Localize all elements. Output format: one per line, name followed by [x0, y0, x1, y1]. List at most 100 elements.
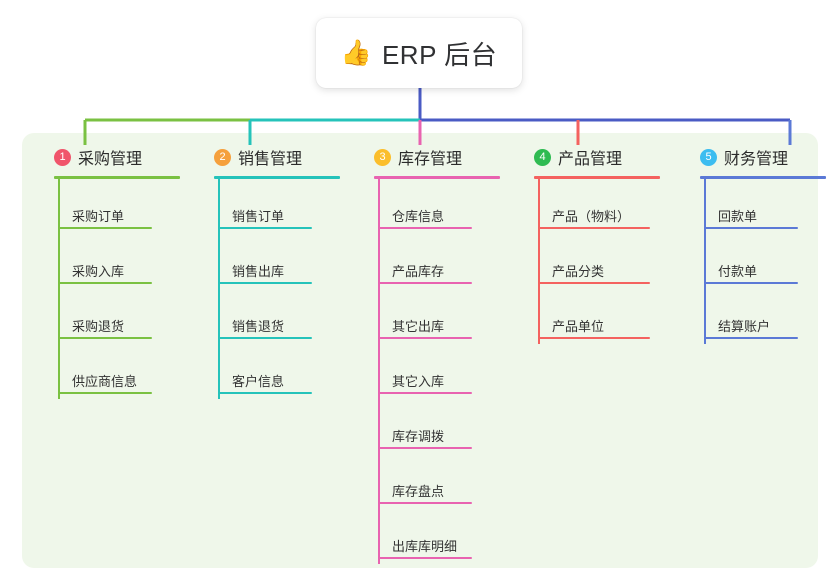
leaf-label: 产品分类	[552, 264, 605, 279]
branch-underline	[54, 176, 180, 179]
branch-spine	[378, 179, 380, 564]
leaf-underline	[538, 227, 650, 229]
leaf-item[interactable]: 采购订单	[36, 179, 196, 234]
leaf-label: 库存盘点	[392, 484, 445, 499]
leaf-underline	[218, 337, 312, 339]
leaf-label: 产品库存	[392, 264, 445, 279]
leaf-underline	[58, 337, 152, 339]
leaf-label: 采购订单	[72, 209, 125, 224]
branch-underline	[534, 176, 660, 179]
branch-columns: 1 采购管理采购订单采购入库采购退货供应商信息 2 销售管理销售订单销售出库销售退货客…	[22, 133, 826, 568]
branch-leaf-list: 仓库信息产品库存其它出库其它入库库存调拨库存盘点出库库明细	[356, 179, 516, 564]
leaf-label: 客户信息	[232, 374, 285, 389]
leaf-label: 销售出库	[232, 264, 285, 279]
leaf-label: 产品（物料）	[552, 209, 631, 224]
leaf-item[interactable]: 客户信息	[196, 344, 356, 399]
branch-underline	[374, 176, 500, 179]
branch-leaf-list: 产品（物料） 产品分类产品单位	[516, 179, 676, 344]
leaf-label: 其它出库	[392, 319, 445, 334]
leaf-item[interactable]: 出库库明细	[356, 509, 516, 564]
leaf-label: 采购入库	[72, 264, 125, 279]
leaf-item[interactable]: 销售订单	[196, 179, 356, 234]
leaf-label: 其它入库	[392, 374, 445, 389]
leaf-label: 仓库信息	[392, 209, 445, 224]
branch-spine	[58, 179, 60, 399]
branches-panel	[22, 133, 818, 568]
branch-column-2: 2 销售管理销售订单销售出库销售退货客户信息	[196, 133, 356, 399]
leaf-label: 销售订单	[232, 209, 285, 224]
branch-number-badge: 5	[700, 148, 717, 166]
leaf-underline	[218, 392, 312, 394]
branch-title: 库存管理	[398, 151, 463, 168]
branch-header-1[interactable]: 1 采购管理	[36, 133, 196, 179]
leaf-item[interactable]: 产品库存	[356, 234, 516, 289]
leaf-underline	[218, 282, 312, 284]
leaf-item[interactable]: 回款单	[682, 179, 839, 234]
branch-number-badge: 2	[214, 148, 231, 166]
branch-header-row: 1 采购管理	[36, 145, 196, 169]
branch-number-badge: 4	[534, 148, 551, 166]
leaf-underline	[378, 502, 472, 504]
thumbs-up-icon: 👍	[340, 38, 372, 67]
leaf-item[interactable]: 产品单位	[516, 289, 676, 344]
leaf-underline	[378, 557, 472, 559]
leaf-item[interactable]: 采购入库	[36, 234, 196, 289]
leaf-underline	[538, 337, 650, 339]
branch-column-1: 1 采购管理采购订单采购入库采购退货供应商信息	[36, 133, 196, 399]
branch-leaf-list: 销售订单销售出库销售退货客户信息	[196, 179, 356, 399]
leaf-item[interactable]: 产品（物料）	[516, 179, 676, 234]
branch-leaf-list: 采购订单采购入库采购退货供应商信息	[36, 179, 196, 399]
leaf-underline	[704, 227, 798, 229]
leaf-item[interactable]: 结算账户	[682, 289, 839, 344]
leaf-underline	[378, 447, 472, 449]
leaf-label: 结算账户	[718, 319, 771, 334]
branch-title: 采购管理	[78, 151, 143, 168]
branch-underline	[700, 176, 826, 179]
leaf-label: 付款单	[718, 264, 758, 279]
leaf-underline	[538, 282, 650, 284]
leaf-underline	[218, 227, 312, 229]
branch-title: 销售管理	[238, 151, 303, 168]
branch-title: 财务管理	[724, 151, 789, 168]
leaf-underline	[378, 392, 472, 394]
branch-spine	[218, 179, 220, 399]
branch-header-row: 2 销售管理	[196, 145, 356, 169]
leaf-underline	[704, 282, 798, 284]
leaf-item[interactable]: 其它入库	[356, 344, 516, 399]
leaf-item[interactable]: 库存调拨	[356, 399, 516, 454]
branch-number-badge: 1	[54, 148, 71, 166]
leaf-item[interactable]: 采购退货	[36, 289, 196, 344]
leaf-label: 供应商信息	[72, 374, 138, 389]
branch-spine	[704, 179, 706, 344]
leaf-item[interactable]: 产品分类	[516, 234, 676, 289]
leaf-label: 出库库明细	[392, 539, 458, 554]
branch-header-2[interactable]: 2 销售管理	[196, 133, 356, 179]
leaf-underline	[58, 282, 152, 284]
branch-leaf-list: 回款单付款单结算账户	[682, 179, 839, 344]
leaf-item[interactable]: 付款单	[682, 234, 839, 289]
branch-column-5: 5 财务管理回款单付款单结算账户	[682, 133, 839, 344]
leaf-item[interactable]: 销售退货	[196, 289, 356, 344]
leaf-label: 回款单	[718, 209, 758, 224]
leaf-item[interactable]: 仓库信息	[356, 179, 516, 234]
branch-header-row: 5 财务管理	[682, 145, 839, 169]
leaf-item[interactable]: 库存盘点	[356, 454, 516, 509]
leaf-label: 销售退货	[232, 319, 285, 334]
leaf-item[interactable]: 供应商信息	[36, 344, 196, 399]
branch-header-5[interactable]: 5 财务管理	[682, 133, 839, 179]
leaf-underline	[704, 337, 798, 339]
leaf-underline	[378, 282, 472, 284]
leaf-label: 库存调拨	[392, 429, 445, 444]
leaf-item[interactable]: 其它出库	[356, 289, 516, 344]
leaf-underline	[378, 337, 472, 339]
leaf-underline	[378, 227, 472, 229]
branch-spine	[538, 179, 540, 344]
leaf-item[interactable]: 销售出库	[196, 234, 356, 289]
root-node[interactable]: 👍 ERP 后台	[316, 18, 522, 88]
